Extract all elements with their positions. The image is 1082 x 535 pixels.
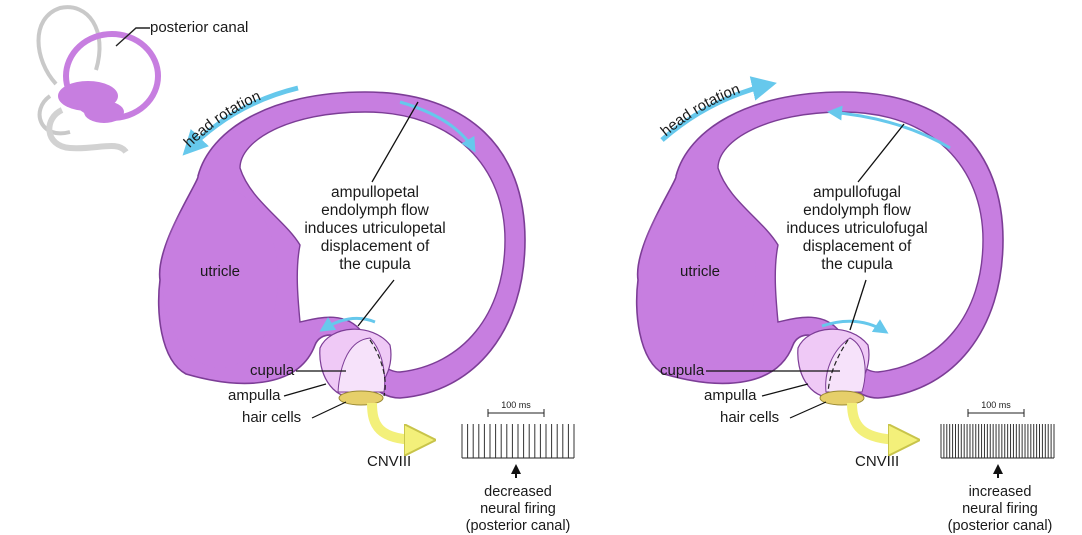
description-left-line-3: induces utriculopetal — [304, 220, 445, 237]
description-right-line-3: induces utriculofugal — [786, 220, 927, 237]
ampulla-label-right: ampulla — [704, 387, 757, 404]
firing-label-left: decreased neural firing (posterior canal… — [466, 484, 571, 534]
ampulla-label-left: ampulla — [228, 387, 281, 404]
description-left-line-1: ampullopetal — [331, 184, 419, 201]
inset-ampulla — [84, 101, 124, 123]
firing-label-right: increased neural firing (posterior canal… — [948, 484, 1053, 534]
nerve-left — [372, 403, 420, 440]
description-left-line-5: the cupula — [339, 256, 411, 273]
firing-left-line-3: (posterior canal) — [466, 518, 571, 534]
firing-right-line-1: increased — [969, 484, 1032, 500]
inset-label: posterior canal — [150, 19, 248, 36]
description-right-line-2: endolymph flow — [803, 202, 912, 219]
firing-right-line-2: neural firing — [962, 501, 1038, 517]
scale-bar-left: 100 ms — [488, 400, 544, 417]
description-left-line-4: displacement of — [321, 238, 430, 255]
description-right-line-1: ampullofugal — [813, 184, 901, 201]
firing-left-line-1: decreased — [484, 484, 552, 500]
description-right-line-5: the cupula — [821, 256, 893, 273]
nerve-label-right: CNVIII — [855, 453, 899, 470]
spike-train-right — [941, 424, 1054, 458]
cupula-label-left: cupula — [250, 362, 295, 379]
utricle-label-left: utricle — [200, 263, 240, 280]
cupula-label-right: cupula — [660, 362, 705, 379]
description-left-line-2: endolymph flow — [321, 202, 430, 219]
scale-label-right: 100 ms — [981, 400, 1011, 410]
hair-cells-pointer-left — [312, 402, 346, 418]
ampulla-pointer-left — [284, 384, 326, 396]
utricle-label-right: utricle — [680, 263, 720, 280]
firing-right-line-3: (posterior canal) — [948, 518, 1053, 534]
hair-cells-pointer-right — [790, 402, 826, 418]
nerve-label-left: CNVIII — [367, 453, 411, 470]
hair-cells-left — [339, 391, 383, 405]
hair-cells-label-left: hair cells — [242, 409, 301, 426]
firing-left-line-2: neural firing — [480, 501, 556, 517]
inner-ear-inset: posterior canal — [39, 7, 249, 152]
spike-train-left — [462, 424, 574, 458]
hair-cells-label-right: hair cells — [720, 409, 779, 426]
scale-label-left: 100 ms — [501, 400, 531, 410]
description-right-line-4: displacement of — [803, 238, 912, 255]
nerve-right — [852, 403, 904, 440]
hair-cells-right — [820, 391, 864, 405]
scale-bar-right: 100 ms — [968, 400, 1024, 417]
panel-right: head rotation utricle ampullofugal endol… — [637, 81, 1054, 534]
panel-left: head rotation utricle ampullopetal endol… — [159, 88, 574, 534]
ampulla-pointer-right — [762, 384, 808, 396]
